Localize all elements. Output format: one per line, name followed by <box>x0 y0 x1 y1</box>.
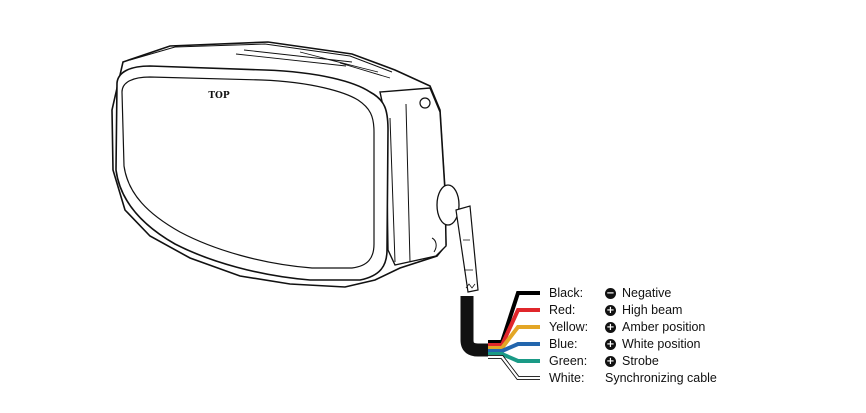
wire-label-green: Green: <box>549 354 588 368</box>
mount-hole <box>419 97 431 109</box>
plus-icon: + <box>605 321 616 333</box>
wire-label-black: Black: <box>549 286 584 300</box>
wire-function-yellow: + Amber position <box>605 320 705 334</box>
wire-label-white: White: <box>549 371 585 385</box>
mount-knob <box>436 184 460 226</box>
wire-function-text: Synchronizing cable <box>605 371 717 385</box>
wire-function-red: + High beam <box>605 303 682 317</box>
wire-function-green: + Strobe <box>605 354 659 368</box>
wire-label-yellow: Yellow: <box>549 320 589 334</box>
wire-function-black: −Negative <box>605 286 671 300</box>
wire-function-text: High beam <box>622 303 683 317</box>
wire-function-text: Negative <box>622 286 672 300</box>
cable-shaft <box>455 205 479 293</box>
wire-green <box>488 352 540 363</box>
plus-icon: + <box>605 355 616 367</box>
wire-red <box>488 308 540 347</box>
wire-function-text: Strobe <box>622 354 659 368</box>
plus-icon: + <box>605 304 616 316</box>
wire-function-text: White position <box>622 337 701 351</box>
minus-icon: − <box>605 287 616 299</box>
wire-black <box>488 291 540 344</box>
wire-yellow <box>488 325 540 350</box>
wire-function-white: Synchronizing cable <box>605 371 717 385</box>
wire-white <box>488 355 540 380</box>
lamp-lens <box>121 76 375 269</box>
wire-function-text: Amber position <box>622 320 706 334</box>
wire-label-red: Red: <box>549 303 576 317</box>
lamp-top-mark: TOP <box>208 91 230 101</box>
plus-icon: + <box>605 338 616 350</box>
wire-label-blue: Blue: <box>549 337 578 351</box>
wire-function-blue: + White position <box>605 337 701 351</box>
lamp-side-block <box>379 87 447 266</box>
cable-sleeve <box>460 296 494 357</box>
wire-blue <box>488 342 540 353</box>
